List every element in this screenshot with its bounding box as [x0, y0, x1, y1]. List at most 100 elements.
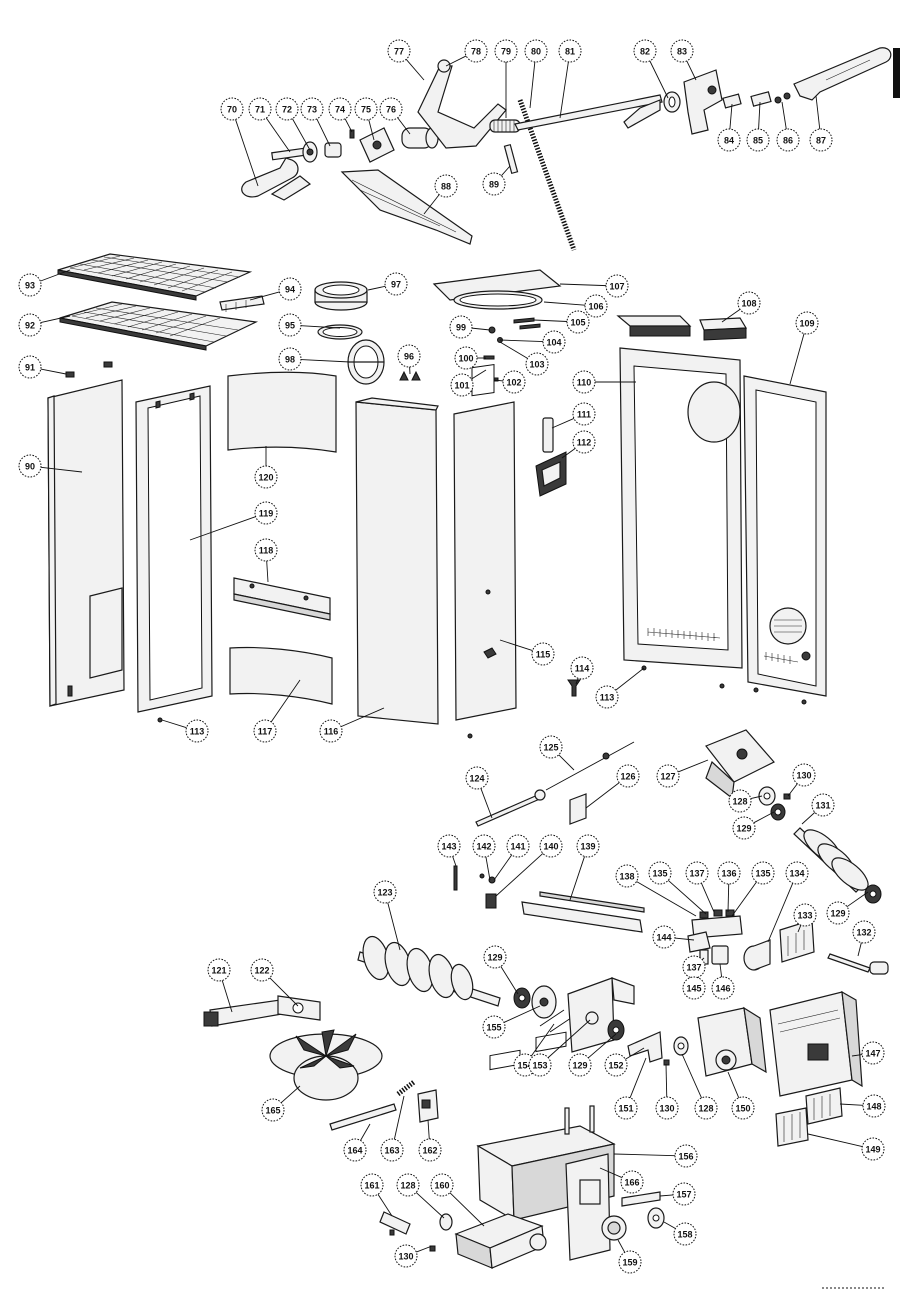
nut-130-c: [389, 1229, 436, 1252]
callout-badge-98: 98: [278, 347, 302, 371]
callout-label: 152: [608, 1061, 623, 1071]
spring-163: [396, 1080, 416, 1096]
leader-line-70: [235, 119, 259, 187]
callout-label: 103: [529, 360, 544, 370]
callout-label: 126: [620, 772, 635, 782]
callout-label: 94: [285, 285, 295, 295]
callout-badge-108: 108: [737, 291, 761, 315]
callout-circle: [494, 39, 518, 63]
bearing-129-c: [513, 987, 531, 1009]
callout-label: 133: [797, 911, 812, 921]
callout-circle: [343, 1138, 367, 1162]
callout-label: 166: [624, 1178, 639, 1188]
leader-line-134: [767, 882, 794, 943]
callout-badge-139: 139: [576, 834, 600, 858]
callout-badge-100: 100: [454, 346, 478, 370]
callout-circle: [785, 861, 809, 885]
callout-label: 138: [619, 872, 634, 882]
callout-circle: [776, 128, 800, 152]
callout-circle: [792, 763, 816, 787]
callout-circle: [568, 1053, 592, 1077]
callout-badge-129: 129: [826, 901, 850, 925]
callout-badge-134: 134: [785, 861, 809, 885]
leader-line-119: [189, 516, 256, 541]
grille-top-93: [57, 253, 253, 301]
callout-circle: [576, 834, 600, 858]
callout-circle: [648, 861, 672, 885]
callout-badge-135: 135: [751, 861, 775, 885]
callout-label: 131: [815, 801, 830, 811]
callout-circle: [572, 430, 596, 454]
callout-circle: [539, 834, 563, 858]
callout-badge-99: 99: [449, 315, 473, 339]
callout-circle: [185, 719, 209, 743]
callout-circle: [852, 920, 876, 944]
callout-badge-129: 129: [568, 1053, 592, 1077]
callout-badge-151: 151: [614, 1096, 638, 1120]
callout-label: 129: [736, 824, 751, 834]
callout-label: 97: [391, 280, 401, 290]
callout-circle: [397, 344, 421, 368]
callout-label: 132: [856, 928, 871, 938]
callout-label: 136: [721, 869, 736, 879]
leader-line-130: [787, 783, 798, 797]
callout-label: 70: [227, 105, 237, 115]
leader-line-116: [340, 707, 385, 728]
connector-149: [775, 1107, 809, 1147]
callout-label: 137: [689, 869, 704, 879]
callout-circle: [254, 501, 278, 525]
callout-badge-94: 94: [278, 277, 302, 301]
callout-circle: [673, 1222, 697, 1246]
callout-circle: [655, 1096, 679, 1120]
callout-badge-136: 136: [717, 861, 741, 885]
leader-line-152: [625, 1047, 645, 1060]
callout-badge-138: 138: [615, 864, 639, 888]
callout-label: 128: [698, 1104, 713, 1114]
callout-badge-79: 79: [494, 39, 518, 63]
callout-badge-91: 91: [18, 355, 42, 379]
leader-line-136: [727, 883, 730, 913]
nut-130-b: [663, 1059, 670, 1066]
switch-144: [687, 931, 711, 953]
callout-circle: [387, 39, 411, 63]
callout-label: 111: [577, 410, 591, 420]
leader-line-97: [367, 285, 386, 291]
callout-label: 92: [25, 321, 35, 331]
callout-circle: [737, 291, 761, 315]
leader-line-95: [300, 325, 341, 329]
fan-165: [269, 1029, 383, 1101]
callout-circle: [809, 128, 833, 152]
callout-label: 145: [686, 984, 701, 994]
callout-badge-147: 147: [861, 1041, 885, 1065]
leader-line-81: [559, 61, 569, 119]
callout-badge-80: 80: [524, 39, 548, 63]
screws-86: [774, 92, 791, 104]
callout-label: 78: [471, 47, 481, 57]
small-parts-141-143: [453, 865, 496, 891]
callout-circle: [682, 955, 706, 979]
leader-line-154: [530, 1023, 555, 1057]
callout-circle: [454, 346, 478, 370]
callout-label: 163: [384, 1146, 399, 1156]
callout-badge-135: 135: [648, 861, 672, 885]
callout-label: 114: [575, 664, 590, 674]
leader-line-83: [686, 60, 697, 81]
callout-badge-126: 126: [616, 764, 640, 788]
leader-line-105: [533, 319, 568, 322]
callout-circle: [615, 864, 639, 888]
bearing-129-d: [607, 1019, 625, 1041]
side-panel-110: [619, 347, 743, 669]
callout-label: 74: [335, 105, 345, 115]
side-panel-90: [47, 379, 125, 707]
leader-line-135: [667, 879, 707, 915]
callout-circle: [449, 315, 473, 339]
callout-circle: [379, 97, 403, 121]
leader-line-141: [493, 854, 513, 881]
callout-circle: [18, 313, 42, 337]
callout-label: 100: [458, 354, 473, 364]
callout-circle: [254, 465, 278, 489]
callout-circle: [300, 97, 324, 121]
